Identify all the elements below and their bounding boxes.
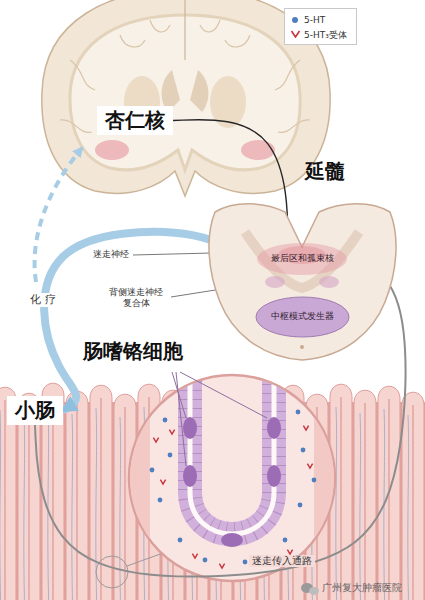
legend-row: 5-HT bbox=[292, 12, 347, 27]
magnified-villus bbox=[267, 417, 281, 439]
leader-line bbox=[176, 372, 186, 466]
magnified-villus bbox=[163, 418, 168, 423]
region-label-box: 杏仁核 bbox=[97, 106, 173, 135]
magnified-villus bbox=[192, 554, 197, 558]
nerve-label: 背侧迷走神经 复合体 bbox=[104, 287, 168, 310]
medulla-outline bbox=[319, 276, 339, 288]
wechat-icon bbox=[301, 583, 319, 595]
brain-section bbox=[241, 140, 275, 160]
magnified-villus bbox=[312, 478, 317, 483]
node-label: 最后区和孤束核 bbox=[271, 253, 334, 264]
magnified-villus bbox=[287, 550, 292, 554]
legend-row: 5-HT₃受体 bbox=[292, 27, 347, 42]
edge-label: 迷走传入通路 bbox=[249, 555, 315, 568]
magnified-villus bbox=[183, 465, 197, 487]
magnified-villus bbox=[219, 564, 224, 568]
node-label: 延髓 bbox=[305, 159, 345, 184]
brain-section bbox=[95, 140, 129, 160]
leader-line bbox=[172, 372, 186, 418]
small-intestine bbox=[127, 553, 163, 566]
medulla-outline bbox=[257, 243, 347, 275]
legend-text: 5-HT bbox=[304, 15, 325, 25]
magnified-villus bbox=[303, 426, 308, 430]
magnified-villus bbox=[129, 375, 335, 581]
medulla-section: 延髓最后区和孤束核中枢模式发生器 bbox=[205, 192, 400, 362]
legend-swatch bbox=[292, 17, 298, 23]
medulla-outline bbox=[209, 204, 396, 360]
legend-text: 5-HT₃受体 bbox=[304, 29, 347, 39]
magnified-villus bbox=[128, 370, 336, 600]
magnified-villus bbox=[221, 533, 243, 547]
magnified-villus bbox=[160, 480, 165, 484]
small-intestine bbox=[402, 392, 424, 600]
node-label: 小肠 bbox=[15, 398, 55, 423]
magnified-villus bbox=[190, 372, 274, 534]
magnified-villus bbox=[153, 438, 158, 442]
magnified-villus bbox=[150, 468, 155, 473]
medulla-outline bbox=[245, 232, 359, 288]
legend-box: 5-HT 5-HT₃受体 bbox=[284, 8, 357, 45]
magnified-villus bbox=[190, 372, 274, 534]
magnified-villus bbox=[203, 558, 208, 563]
brain-section bbox=[184, 0, 185, 60]
magnified-villus bbox=[183, 417, 197, 439]
generator-region: 中枢模式发生器 bbox=[255, 296, 350, 338]
small-intestine bbox=[90, 385, 112, 600]
magnified-villus bbox=[243, 560, 248, 565]
cell-label-box: 肠嗜铬细胞 bbox=[75, 337, 191, 366]
leader-line bbox=[133, 253, 212, 255]
organ-label-box: 小肠 bbox=[7, 396, 63, 425]
node-label: 中枢模式发生器 bbox=[271, 311, 334, 322]
magnified-villus bbox=[307, 464, 312, 468]
watermark: 广州复大肿瘤医院 bbox=[322, 582, 402, 595]
small-intestine bbox=[354, 390, 376, 600]
magnified-villus bbox=[128, 370, 336, 600]
small-intestine bbox=[96, 556, 128, 588]
edge-label: 化 疗 bbox=[27, 293, 59, 307]
magnified-villus bbox=[298, 503, 303, 508]
magnified-villus bbox=[158, 498, 163, 503]
medulla-outline bbox=[265, 276, 285, 288]
magnified-villus bbox=[283, 538, 288, 543]
magnified-villus bbox=[178, 538, 183, 543]
magnified-villus bbox=[314, 370, 336, 600]
leader-line bbox=[172, 372, 267, 466]
leader-line bbox=[180, 372, 267, 418]
node-label: 肠嗜铬细胞 bbox=[83, 339, 183, 364]
small-intestine bbox=[66, 391, 88, 600]
nerve-label: 迷走神经 bbox=[93, 249, 129, 260]
connectors bbox=[35, 120, 406, 577]
nucleus-region: 最后区和孤束核 bbox=[267, 250, 338, 267]
medulla-outline bbox=[300, 345, 304, 349]
brain-section bbox=[190, 70, 208, 112]
magnified-villus bbox=[267, 465, 281, 487]
wechat-icon bbox=[309, 587, 319, 595]
magnified-villus bbox=[296, 410, 301, 415]
magnified-villus bbox=[190, 372, 274, 534]
receptor-symbol bbox=[292, 31, 300, 37]
magnified-villus bbox=[301, 448, 306, 453]
magnified-villus bbox=[169, 430, 174, 434]
node-label: 杏仁核 bbox=[105, 108, 165, 133]
receptor-symbol bbox=[290, 30, 301, 38]
generator-blob bbox=[256, 297, 349, 337]
magnified-villus bbox=[168, 453, 173, 458]
magnified-villus bbox=[128, 370, 150, 600]
